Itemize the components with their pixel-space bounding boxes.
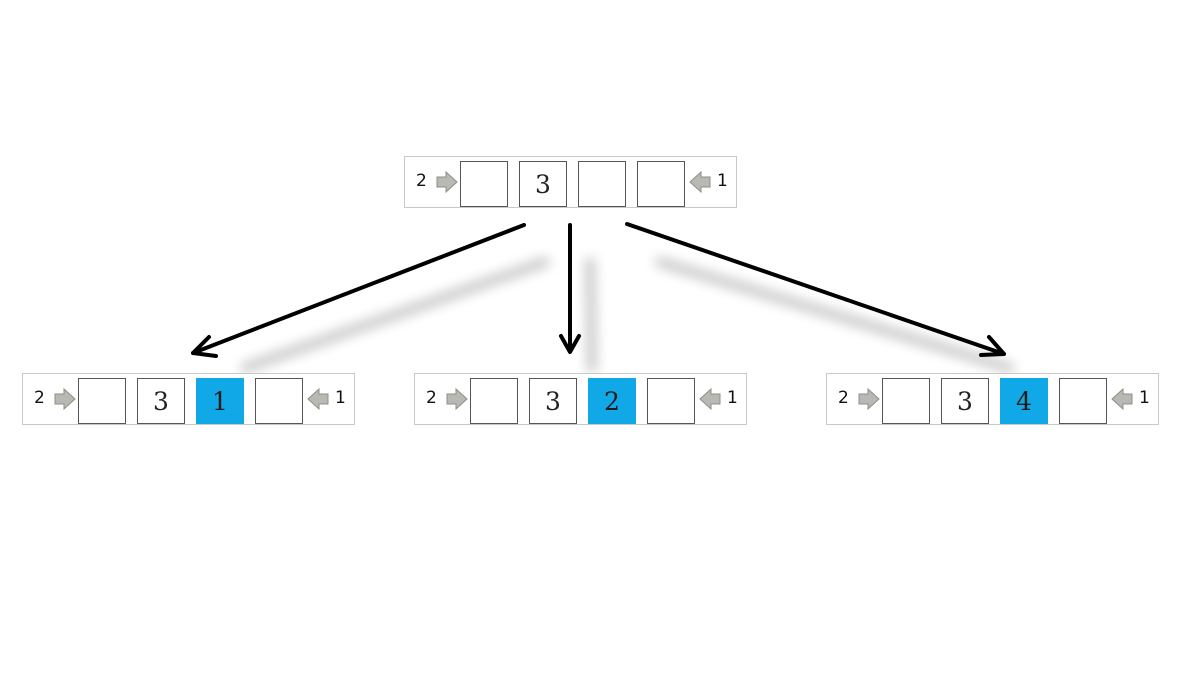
left-pointer-label: 2 (416, 171, 427, 191)
slot-cell (1059, 378, 1107, 424)
parent-strip: 2 3 1 (404, 156, 737, 208)
right-pointer-label: 1 (717, 171, 728, 191)
connector-arrow-right (625, 222, 1006, 356)
slot-cell (255, 378, 303, 424)
right-pointer-label: 1 (335, 388, 346, 408)
left-pointer-label: 2 (34, 388, 45, 408)
slot-cell (578, 161, 626, 207)
child-strip: 2 3 1 1 (22, 373, 355, 425)
arrowhead-left-icon (191, 335, 218, 358)
left-pointer-label: 2 (426, 388, 437, 408)
child-strip: 2 3 4 1 (826, 373, 1159, 425)
slot-cell (470, 378, 518, 424)
connector-arrow-left (191, 223, 526, 355)
right-pointer-label: 1 (1139, 388, 1150, 408)
arrowhead-middle-icon (559, 334, 581, 354)
slot-cell (460, 161, 508, 207)
slot-cell (637, 161, 685, 207)
right-pointing-arrow-icon (858, 388, 880, 410)
highlighted-slot-cell: 4 (1000, 378, 1048, 424)
left-pointing-arrow-icon (1111, 388, 1133, 410)
slot-cell: 3 (529, 378, 577, 424)
highlighted-slot-cell: 1 (196, 378, 244, 424)
slot-cell (882, 378, 930, 424)
right-pointer-label: 1 (727, 388, 738, 408)
left-pointer-label: 2 (838, 388, 849, 408)
arrowhead-right-icon (979, 335, 1006, 357)
slot-cell: 3 (941, 378, 989, 424)
right-pointing-arrow-icon (54, 388, 76, 410)
left-pointing-arrow-icon (689, 171, 711, 193)
right-pointing-arrow-icon (436, 171, 458, 193)
child-strip: 2 3 2 1 (414, 373, 747, 425)
slot-cell (647, 378, 695, 424)
slot-cell (78, 378, 126, 424)
right-pointing-arrow-icon (446, 388, 468, 410)
left-pointing-arrow-icon (307, 388, 329, 410)
slot-cell: 3 (137, 378, 185, 424)
slot-cell: 3 (519, 161, 567, 207)
highlighted-slot-cell: 2 (588, 378, 636, 424)
left-pointing-arrow-icon (699, 388, 721, 410)
